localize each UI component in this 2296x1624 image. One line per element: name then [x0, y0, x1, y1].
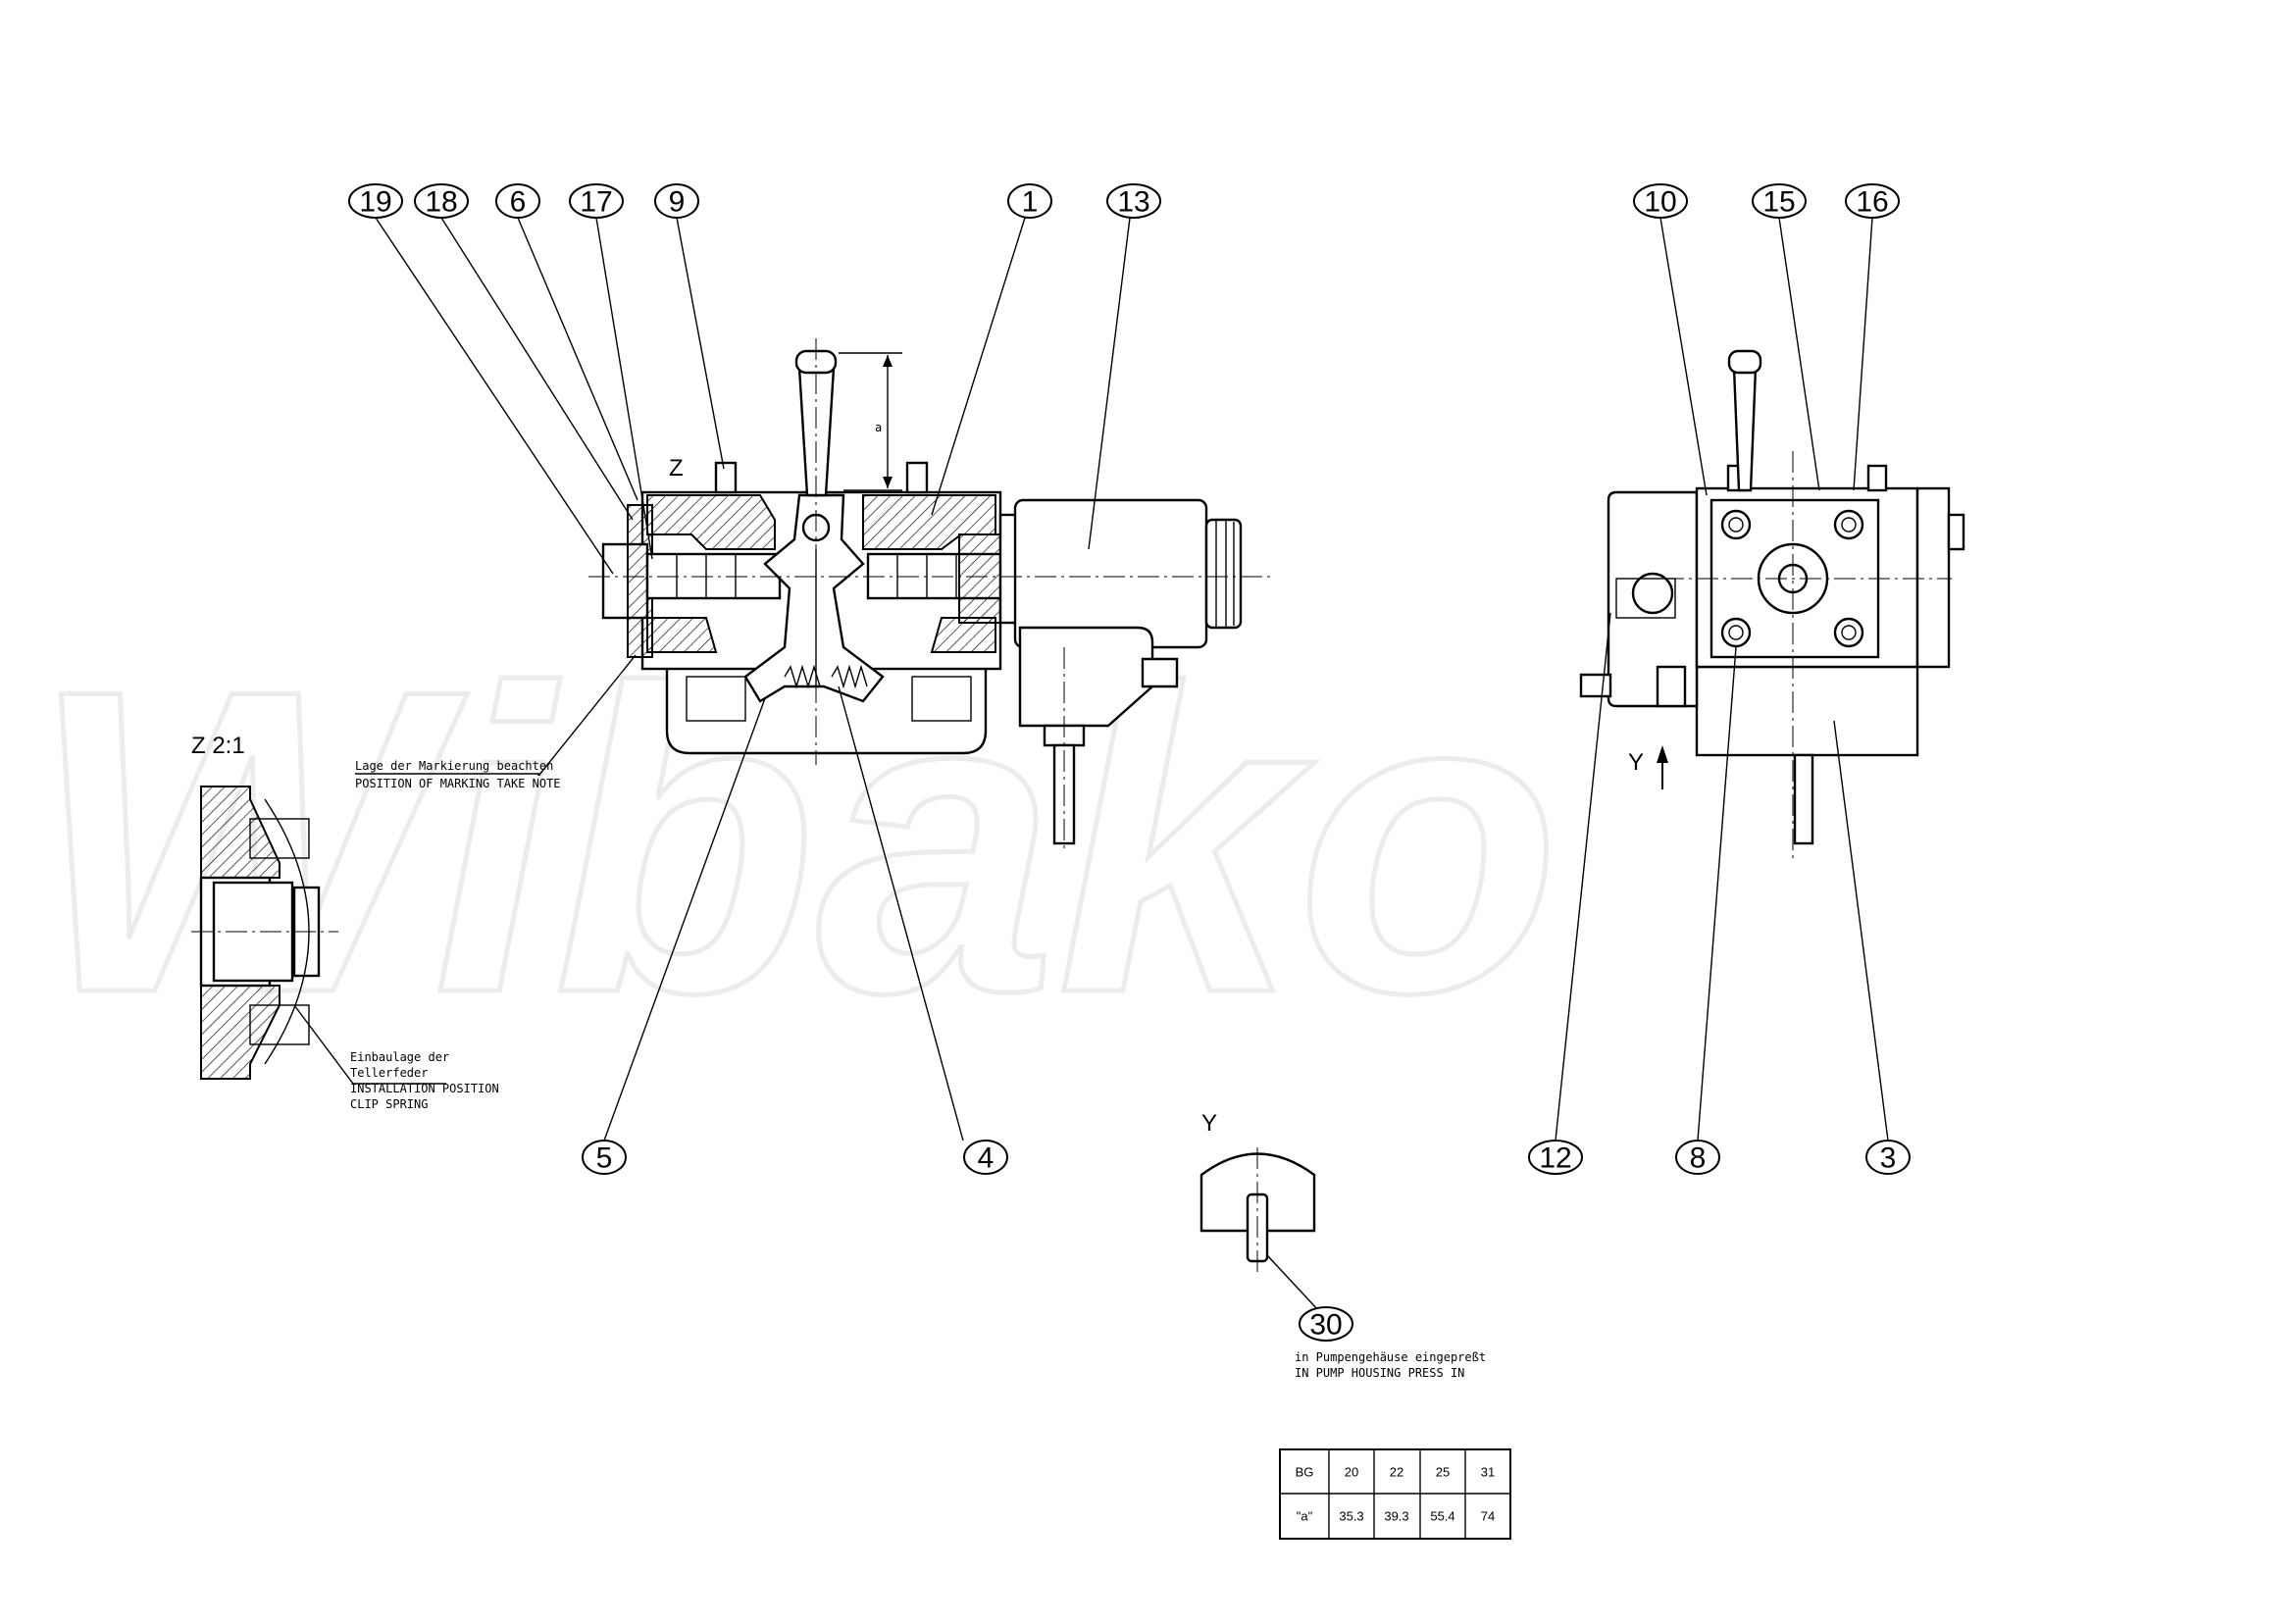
table-cell: 55.4: [1430, 1509, 1454, 1524]
leader-lines: [375, 217, 1889, 1142]
balloon-18: 18: [414, 183, 469, 219]
main-section-view: a Z: [588, 338, 1275, 853]
balloon-16: 16: [1845, 183, 1900, 219]
svg-text:18: 18: [425, 186, 457, 219]
y-arrow-label: Y: [1628, 749, 1644, 776]
table-header-cell: 22: [1390, 1465, 1403, 1480]
view-y-title: Y: [1201, 1110, 1217, 1137]
balloon-12: 12: [1528, 1140, 1583, 1175]
clip-note-en-2: CLIP SPRING: [350, 1097, 428, 1111]
balloon-9: 9: [654, 183, 699, 219]
press-note-en: IN PUMP HOUSING PRESS IN: [1295, 1366, 1464, 1380]
svg-text:10: 10: [1644, 186, 1676, 219]
marking-note-de: Lage der Markierung beachten: [355, 759, 553, 773]
svg-text:3: 3: [1880, 1142, 1897, 1175]
side-view: Y: [1579, 349, 1965, 863]
detail-z-view: Z 2:1 Einbaulage der Tellerfeder INSTALL…: [191, 733, 499, 1111]
balloon-19: 19: [348, 183, 403, 219]
balloon-13: 13: [1106, 183, 1161, 219]
svg-text:15: 15: [1762, 186, 1795, 219]
balloon-1: 1: [1007, 183, 1052, 219]
balloon-15: 15: [1752, 183, 1807, 219]
table-header-cell: 20: [1345, 1465, 1358, 1480]
balloon-17: 17: [569, 183, 624, 219]
svg-text:16: 16: [1856, 186, 1888, 219]
svg-text:13: 13: [1117, 186, 1149, 219]
marking-note-en: POSITION OF MARKING TAKE NOTE: [355, 777, 561, 790]
svg-text:4: 4: [978, 1142, 995, 1175]
svg-text:8: 8: [1690, 1142, 1707, 1175]
svg-text:12: 12: [1539, 1142, 1571, 1175]
marking-note: Lage der Markierung beachten POSITION OF…: [355, 654, 637, 790]
table-cell: "a": [1297, 1509, 1313, 1524]
svg-text:30: 30: [1309, 1309, 1342, 1342]
table-cell: 35.3: [1339, 1509, 1363, 1524]
part-balloons: 19 18 6 17 9 1 13 10 15 16 5 4 12 8 3 30: [348, 183, 1911, 1342]
balloon-30: 30: [1299, 1306, 1353, 1342]
svg-text:9: 9: [669, 186, 686, 219]
balloon-5: 5: [582, 1140, 627, 1175]
svg-text:19: 19: [359, 186, 391, 219]
balloon-3: 3: [1865, 1140, 1911, 1175]
dimension-a-label: a: [875, 421, 882, 434]
balloon-8: 8: [1675, 1140, 1720, 1175]
view-z-marker: Z: [669, 455, 684, 482]
svg-text:17: 17: [580, 186, 612, 219]
table-header-cell: 25: [1436, 1465, 1450, 1480]
table-cell: 39.3: [1384, 1509, 1408, 1524]
svg-text:5: 5: [596, 1142, 613, 1175]
detail-z-title: Z 2:1: [191, 733, 245, 759]
balloon-6: 6: [495, 183, 540, 219]
table-header-cell: 31: [1481, 1465, 1495, 1480]
balloon-10: 10: [1633, 183, 1688, 219]
table-header-cell: BG: [1296, 1465, 1314, 1480]
clip-note-de-2: Tellerfeder: [350, 1066, 428, 1080]
clip-note-de-1: Einbaulage der: [350, 1050, 449, 1064]
size-table: BG 20 22 25 31 "a" 35.3 39.3 55.4 74: [1279, 1448, 1511, 1540]
clip-note-en-1: INSTALLATION POSITION: [350, 1082, 499, 1095]
svg-text:1: 1: [1022, 186, 1039, 219]
press-note-de: in Pumpengehäuse eingepreßt: [1295, 1350, 1486, 1364]
table-cell: 74: [1481, 1509, 1495, 1524]
balloon-4: 4: [963, 1140, 1008, 1175]
view-y: Y in Pumpengehäuse eingepreßt IN PUMP HO…: [1199, 1110, 1486, 1380]
svg-text:6: 6: [510, 186, 527, 219]
